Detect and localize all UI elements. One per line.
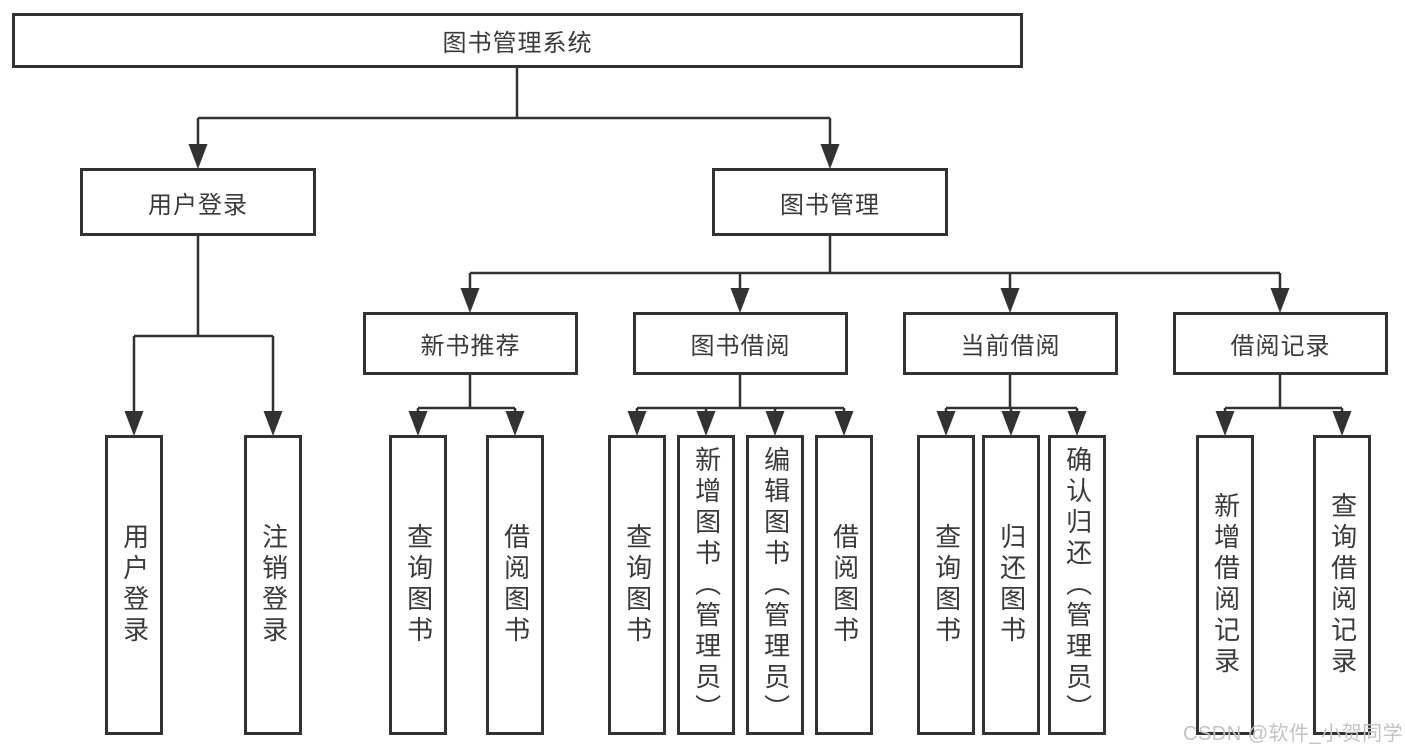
node-user-login-label: 用户登录 bbox=[148, 191, 248, 219]
node-borrow-records: 借阅记录 bbox=[1173, 312, 1388, 375]
leaf-query-borrow-record-label: 查询借阅记录 bbox=[1327, 492, 1358, 678]
leaf-add-book-admin: 新增图书（管理员） bbox=[677, 435, 735, 735]
node-book-management-label: 图书管理 bbox=[780, 191, 880, 219]
leaf-borrow-books-recommend: 借阅图书 bbox=[486, 435, 544, 735]
leaf-borrow-books-label: 借阅图书 bbox=[829, 523, 860, 647]
leaf-user-login: 用户登录 bbox=[105, 435, 163, 735]
leaf-query-books-borrow: 查询图书 bbox=[608, 435, 666, 735]
leaf-user-login-label: 用户登录 bbox=[119, 523, 150, 647]
node-book-borrow-label: 图书借阅 bbox=[690, 333, 791, 360]
leaf-query-books-recommend: 查询图书 bbox=[389, 435, 447, 735]
leaf-borrow-books: 借阅图书 bbox=[815, 435, 873, 735]
node-book-borrow: 图书借阅 bbox=[633, 312, 848, 375]
node-user-login: 用户登录 bbox=[80, 168, 316, 236]
node-new-book-recommend: 新书推荐 bbox=[363, 312, 578, 375]
leaf-logout-label: 注销登录 bbox=[258, 523, 289, 647]
leaf-edit-book-admin-label: 编辑图书（管理员） bbox=[760, 445, 791, 725]
leaf-query-books-current: 查询图书 bbox=[917, 435, 975, 735]
node-borrow-records-label: 借阅记录 bbox=[1230, 333, 1331, 360]
leaf-return-book: 归还图书 bbox=[982, 435, 1040, 735]
leaf-edit-book-admin: 编辑图书（管理员） bbox=[746, 435, 804, 735]
leaf-query-books-current-label: 查询图书 bbox=[931, 523, 962, 647]
leaf-add-borrow-record: 新增借阅记录 bbox=[1196, 435, 1254, 735]
node-new-book-recommend-label: 新书推荐 bbox=[420, 333, 521, 360]
node-current-borrow-label: 当前借阅 bbox=[960, 333, 1061, 360]
leaf-confirm-return-admin-label: 确认归还（管理员） bbox=[1062, 445, 1093, 725]
node-root-label: 图书管理系统 bbox=[442, 30, 593, 57]
leaf-return-book-label: 归还图书 bbox=[996, 523, 1027, 647]
leaf-add-book-admin-label: 新增图书（管理员） bbox=[691, 445, 722, 725]
leaf-add-borrow-record-label: 新增借阅记录 bbox=[1210, 492, 1241, 678]
node-current-borrow: 当前借阅 bbox=[903, 312, 1118, 375]
leaf-logout: 注销登录 bbox=[244, 435, 302, 735]
leaf-query-books-recommend-label: 查询图书 bbox=[403, 523, 434, 647]
leaf-query-borrow-record: 查询借阅记录 bbox=[1313, 435, 1371, 735]
watermark-text: CSDN @软件_小贺同学 bbox=[1183, 723, 1404, 745]
leaf-query-books-borrow-label: 查询图书 bbox=[622, 523, 653, 647]
leaf-confirm-return-admin: 确认归还（管理员） bbox=[1048, 435, 1106, 735]
leaf-borrow-books-recommend-label: 借阅图书 bbox=[500, 523, 531, 647]
node-root: 图书管理系统 bbox=[12, 13, 1023, 68]
node-book-management: 图书管理 bbox=[712, 168, 948, 236]
